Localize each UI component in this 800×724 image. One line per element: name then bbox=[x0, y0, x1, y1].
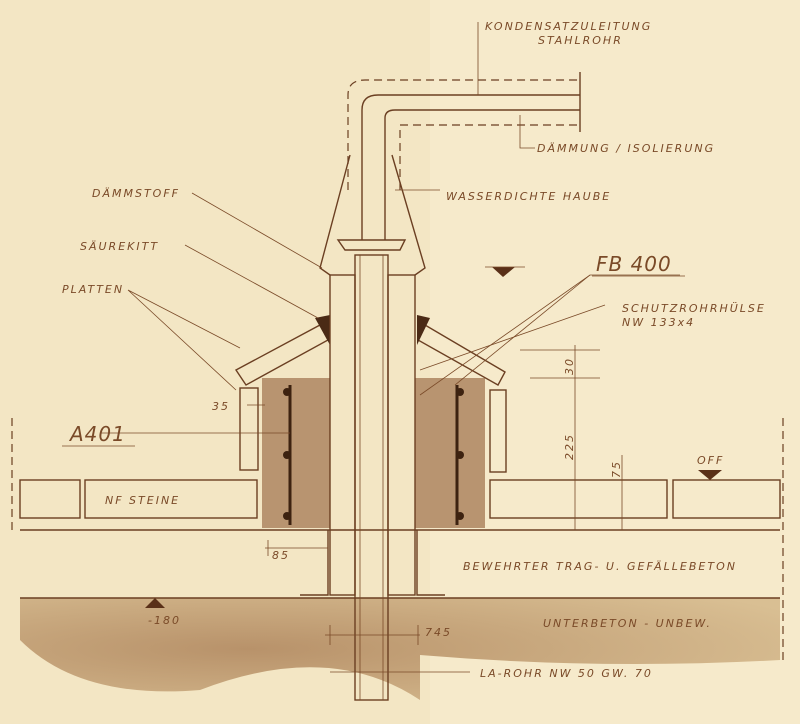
pipe-cap bbox=[336, 239, 407, 251]
dimension-lines bbox=[247, 345, 623, 645]
label-level-180: -180 bbox=[148, 614, 181, 627]
brick-row bbox=[19, 387, 781, 519]
dimension-30: 30 bbox=[563, 357, 576, 375]
label-fb400: FB 400 bbox=[596, 252, 672, 276]
label-saeurekitt: SÄUREKITT bbox=[80, 240, 159, 253]
pipe-insulation-outer bbox=[347, 79, 580, 190]
label-nf-steine: NF STEINE bbox=[105, 494, 180, 507]
label-off: OFF bbox=[697, 454, 724, 467]
dimension-35: 35 bbox=[212, 400, 230, 413]
insulation-left bbox=[329, 274, 356, 596]
unterbeton-area bbox=[20, 598, 780, 700]
la-pipe bbox=[354, 254, 389, 701]
dimension-225: 225 bbox=[563, 433, 576, 460]
label-platten: PLATTEN bbox=[62, 283, 124, 296]
label-unterbeton: UNTERBETON - UNBEW. bbox=[543, 617, 712, 630]
label-wasserdichte-haube: WASSERDICHTE HAUBE bbox=[446, 190, 611, 203]
label-la-rohr: LA-ROHR NW 50 GW. 70 bbox=[480, 667, 653, 680]
sleeve-flange-left bbox=[300, 530, 329, 596]
insulation-right bbox=[387, 274, 416, 596]
label-kondensatzuleitung: KONDENSATZULEITUNG bbox=[485, 20, 652, 33]
label-schutzrohr-nw: NW 133x4 bbox=[622, 316, 695, 329]
label-a401: A401 bbox=[68, 422, 126, 446]
steel-pipe-inner-wall bbox=[384, 109, 580, 240]
acid-putty-right bbox=[417, 315, 430, 345]
level-marker-off-icon bbox=[698, 470, 722, 480]
level-marker-top-icon bbox=[492, 267, 515, 277]
label-daemmstoff: DÄMMSTOFF bbox=[92, 187, 180, 200]
waterproof-hood bbox=[319, 154, 426, 276]
tile-left bbox=[234, 324, 329, 386]
dimension-745: 745 bbox=[425, 626, 452, 639]
label-schutzrohrhuelse: SCHUTZROHRHÜLSE bbox=[622, 302, 766, 315]
dimension-75: 75 bbox=[610, 460, 623, 478]
acid-putty-left bbox=[315, 315, 330, 345]
dimension-85: 85 bbox=[272, 549, 290, 562]
anchor-bars bbox=[283, 385, 464, 525]
label-bewehrter-beton: BEWEHRTER TRAG- U. GEFÄLLEBETON bbox=[463, 560, 737, 573]
label-stahlrohr: STAHLROHR bbox=[538, 34, 623, 47]
steel-pipe bbox=[361, 94, 580, 240]
concrete-right bbox=[415, 378, 485, 528]
concrete-left bbox=[262, 378, 330, 528]
leader-lines bbox=[100, 22, 680, 673]
label-daemmung: DÄMMUNG / ISOLIERUNG bbox=[537, 142, 715, 155]
level-marker-180-icon bbox=[145, 598, 165, 608]
sleeve-flange-right bbox=[416, 530, 445, 596]
